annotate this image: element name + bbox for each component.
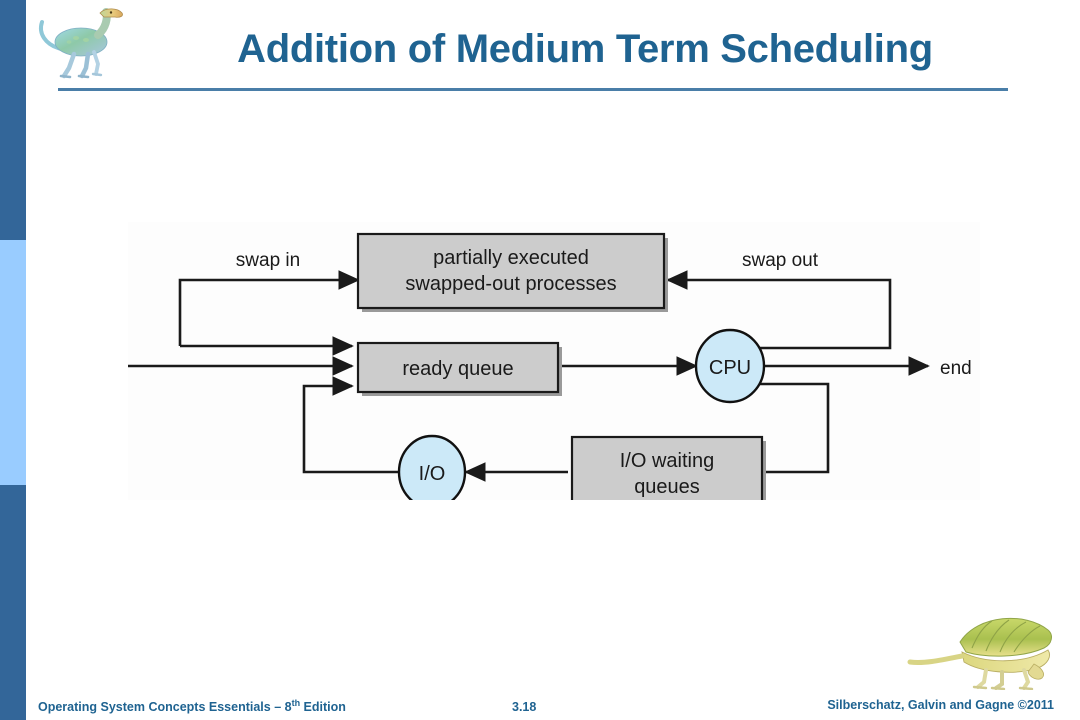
footer-book-title-tail: Edition [300,700,346,715]
ready-queue-box [356,341,560,394]
cpu-label: CPU [709,357,751,379]
footer-credit: Silberschatz, Galvin and Gagne ©2011 [827,698,1054,712]
io-waiting-label-line1: I/O waiting [620,450,714,472]
footer-book-title: Operating System Concepts Essentials – 8… [38,698,346,714]
dinosaur-sailback-icon [902,612,1072,691]
edge-swap-out [666,270,892,350]
swap-out-label: swap out [742,250,819,271]
dinosaur-ornithomimid-icon [36,4,128,84]
edge-io-to-ready [302,376,432,474]
title-underline-rule [58,88,1008,91]
footer-book-title-main: Operating System Concepts Essentials – 8 [38,700,292,715]
edge-swap-in-segment [178,270,360,346]
io-node [397,434,467,500]
swap-in-label: swap in [236,250,300,271]
io-waiting-queues-box [570,435,764,500]
io-label: I/O [419,463,446,485]
footer-book-edition-sup: th [291,698,301,708]
swapped-box-label-line2: swapped-out processes [405,273,616,295]
accent-rail-top [0,0,26,240]
slide-number: 3.18 [512,700,537,714]
medium-term-scheduling-diagram: partially executed swapped-out processes… [128,222,980,500]
accent-rail-middle [0,240,26,485]
swapped-out-processes-box [356,232,666,310]
cpu-node [694,328,766,404]
page-title: Addition of Medium Term Scheduling [237,27,933,71]
io-waiting-label-line2: queues [634,476,700,498]
swapped-box-label-line1: partially executed [433,247,589,269]
end-label: end [940,358,972,379]
edge-cpu-to-io-waiting [760,382,830,474]
accent-rail-bottom [0,485,26,720]
ready-queue-label: ready queue [402,358,513,380]
